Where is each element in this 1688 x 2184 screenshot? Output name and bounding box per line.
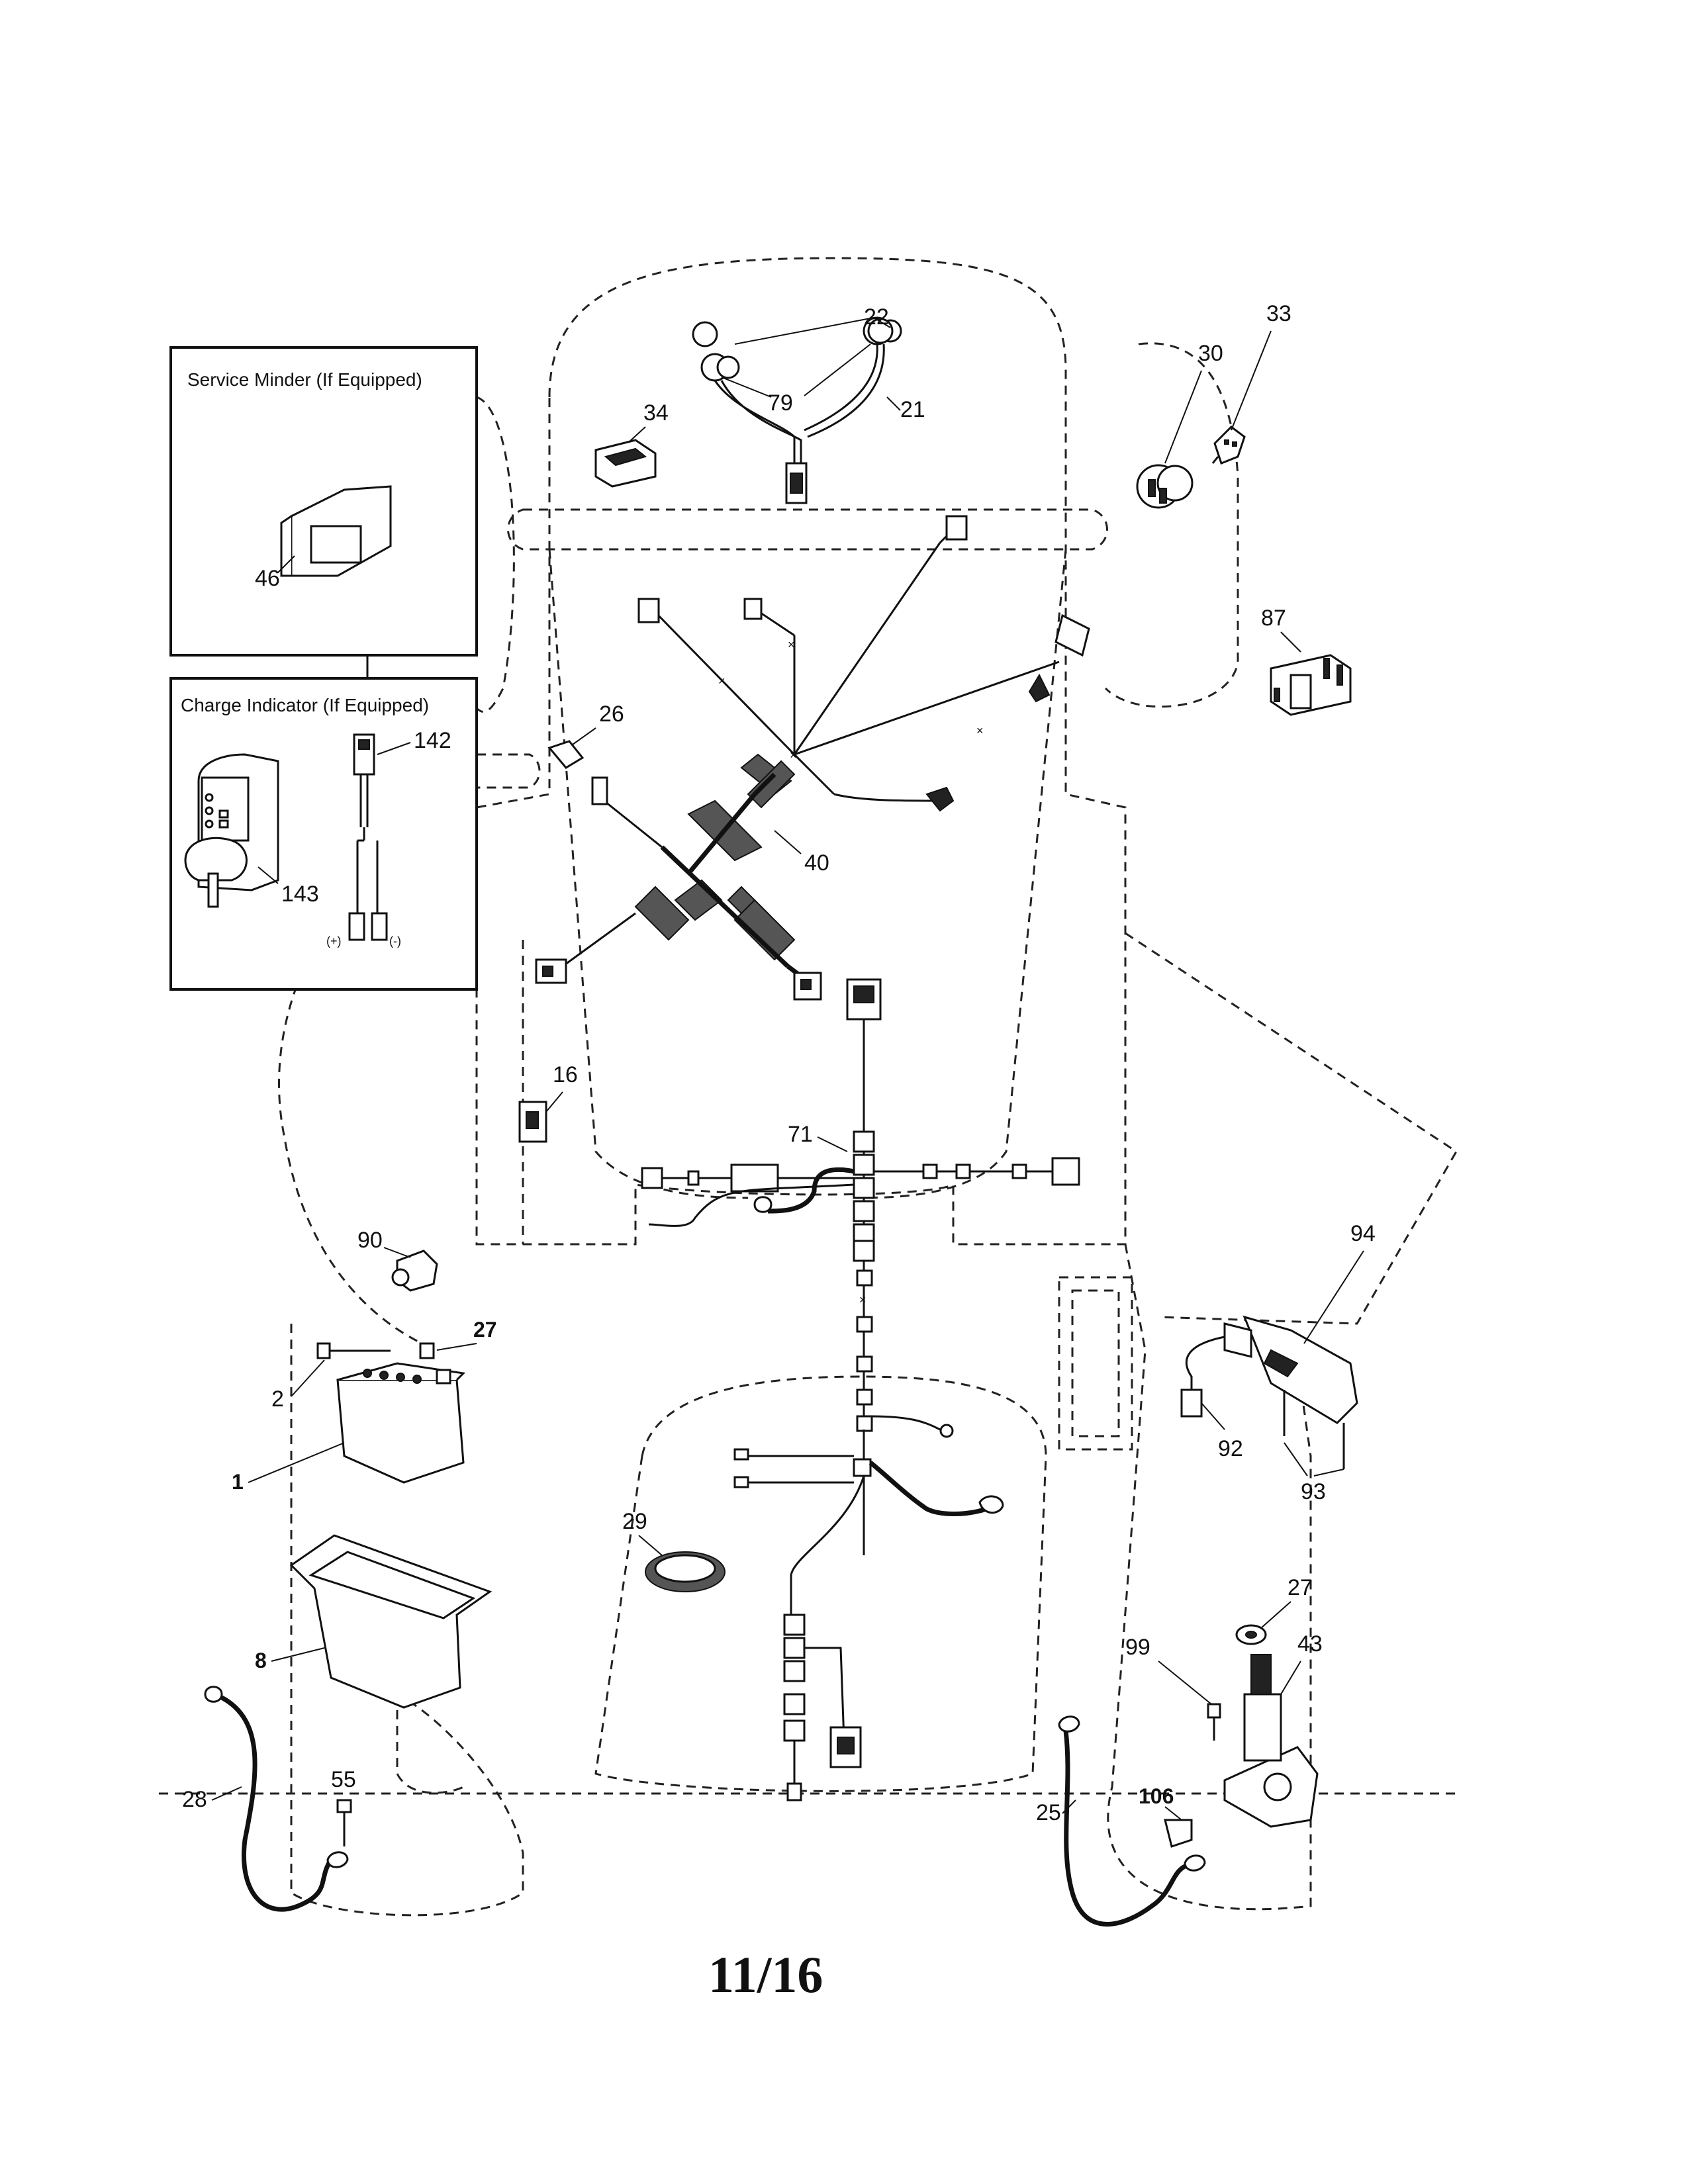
callout-71: 71 — [788, 1122, 813, 1147]
callout-22: 22 — [864, 304, 889, 330]
callout-21: 21 — [900, 397, 925, 422]
callout-87: 87 — [1261, 606, 1286, 631]
callout-55: 55 — [331, 1767, 356, 1792]
cable-25 — [1058, 1715, 1206, 1927]
grommet-29 — [645, 1551, 726, 1592]
callout-142: 142 — [414, 728, 451, 753]
service-minder-box: Service Minder (If Equipped) 46 — [169, 346, 478, 657]
part-90 — [391, 1250, 438, 1292]
callout-90: 90 — [357, 1228, 383, 1253]
callout-2: 2 — [271, 1387, 284, 1412]
clip-106 — [1164, 1819, 1193, 1848]
battery-tray-8 — [289, 1534, 492, 1709]
callout-25: 25 — [1036, 1800, 1061, 1825]
callout-26: 26 — [599, 702, 624, 727]
callout-106: 106 — [1139, 1784, 1174, 1808]
plus-label: (+) — [326, 934, 342, 948]
washer-27 — [1235, 1624, 1267, 1645]
service-minder-title: Service Minder (If Equipped) — [187, 369, 422, 390]
callout-34: 34 — [643, 400, 669, 426]
nut-27-battery — [419, 1342, 435, 1359]
callout-40: 40 — [804, 850, 829, 876]
svg-text:×: × — [859, 1293, 867, 1306]
callout-92: 92 — [1218, 1436, 1243, 1461]
svg-text:×: × — [788, 638, 795, 651]
callout-27-solenoid: 27 — [1288, 1575, 1313, 1600]
callout-43: 43 — [1297, 1631, 1323, 1657]
callout-94: 94 — [1350, 1221, 1376, 1246]
callout-33: 33 — [1266, 301, 1291, 326]
fuse-26 — [547, 740, 585, 769]
screw-2 — [316, 1342, 391, 1359]
relay-87 — [1270, 654, 1352, 716]
main-harness-40: × × × × — [535, 515, 1090, 1001]
screws-93 — [1283, 1390, 1345, 1469]
svg-text:×: × — [976, 724, 984, 737]
callout-27-battery: 27 — [473, 1318, 497, 1342]
callout-8: 8 — [255, 1649, 267, 1672]
callout-46: 46 — [255, 566, 280, 591]
callout-16: 16 — [553, 1062, 578, 1087]
battery-1 — [336, 1362, 466, 1484]
charge-indicator-part — [184, 753, 279, 908]
ignition-switch-30 — [1136, 464, 1194, 509]
bolt-55 — [336, 1799, 352, 1846]
cable-28 — [204, 1686, 349, 1912]
minus-label: (-) — [389, 934, 401, 948]
switch-34 — [594, 439, 657, 488]
callout-143: 143 — [281, 882, 319, 907]
svg-text:×: × — [790, 749, 797, 762]
page-number: 11/16 — [708, 1946, 823, 2003]
service-minder-part — [280, 485, 392, 577]
callout-1: 1 — [232, 1470, 244, 1494]
callout-28: 28 — [182, 1787, 207, 1812]
harness-71: × — [641, 978, 1080, 1801]
key-33 — [1211, 426, 1246, 465]
callout-79: 79 — [768, 390, 793, 416]
headlight-harness — [692, 316, 902, 504]
callout-93: 93 — [1301, 1479, 1326, 1504]
body-outlines — [159, 257, 1458, 1917]
callout-29: 29 — [622, 1509, 647, 1534]
switch-94 — [1180, 1315, 1358, 1424]
charge-indicator-title: Charge Indicator (If Equipped) — [181, 695, 429, 715]
connector-16 — [518, 1101, 547, 1143]
svg-text:×: × — [718, 674, 726, 688]
charge-indicator-box: Charge Indicator (If Equipped) 143 142 (… — [169, 677, 478, 991]
callout-99: 99 — [1125, 1635, 1150, 1660]
screw-99 — [1207, 1703, 1221, 1741]
solenoid-43 — [1223, 1654, 1319, 1828]
callout-30: 30 — [1198, 341, 1223, 366]
charge-indicator-harness — [348, 733, 388, 941]
